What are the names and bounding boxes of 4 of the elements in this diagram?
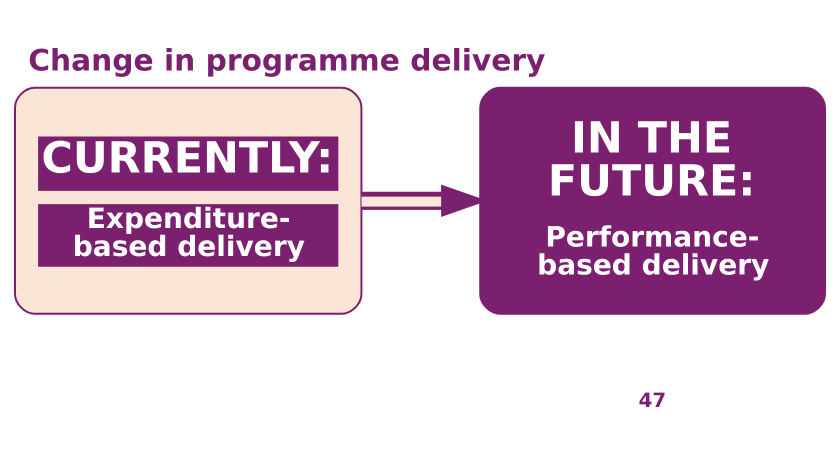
node-box: CURRENTLY: Expenditure- based delivery <box>14 86 362 315</box>
diagram-title: Change in programme delivery <box>28 43 546 78</box>
label: 47 <box>638 389 666 412</box>
node-box: IN THE FUTURE: Performance- based delivery <box>479 86 826 315</box>
